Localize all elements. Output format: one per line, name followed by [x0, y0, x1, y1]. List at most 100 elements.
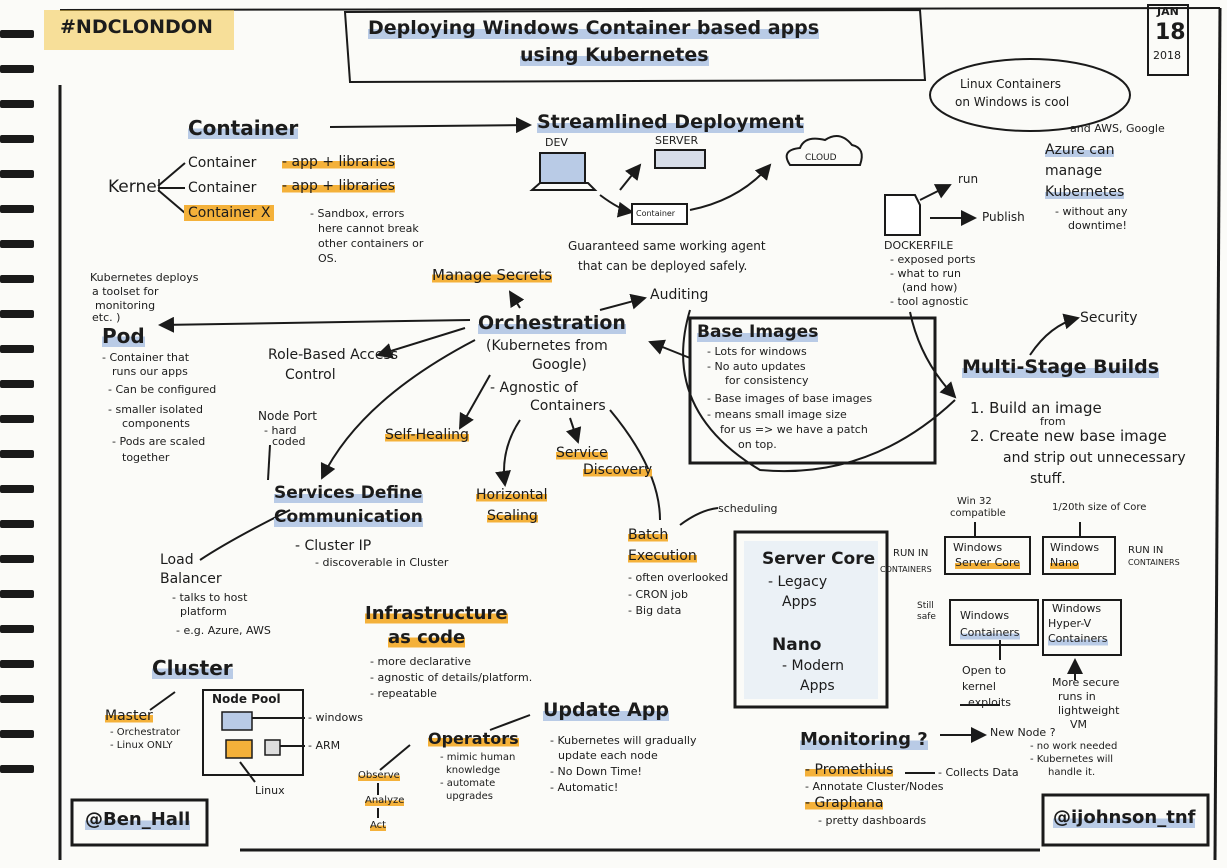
- multistage-step-3: and strip out unnecessary: [1003, 450, 1186, 466]
- container-box-label: Container: [636, 209, 676, 218]
- page-title-line1: Deploying Windows Container based apps: [368, 17, 820, 40]
- grafana-note: - pretty dashboards: [818, 814, 927, 827]
- operators-note-3: - automate: [440, 778, 496, 789]
- streamlined-caption-1: Guaranteed same working agent: [568, 239, 766, 253]
- service-discovery-1: Service: [556, 445, 608, 462]
- dockerfile-note-2: - what to run: [890, 267, 961, 280]
- win32-1: Win 32: [957, 496, 992, 507]
- azure-line-1: Azure can: [1045, 142, 1115, 159]
- linux-bubble-2: on Windows is cool: [955, 95, 1070, 109]
- run-in-right-1: RUN IN: [1128, 545, 1164, 556]
- container-title: Container: [188, 116, 299, 140]
- operators-note-1: - mimic human: [440, 752, 516, 763]
- pod-note-2: runs our apps: [112, 365, 188, 378]
- pod-note-3: - Can be configured: [108, 383, 217, 396]
- win-server-core-2: Server Core: [955, 556, 1021, 570]
- run-in-left-1: RUN IN: [893, 548, 929, 559]
- container-item-3: Container X: [184, 205, 275, 222]
- cluster-title: Cluster: [152, 656, 233, 680]
- auditing: Auditing: [650, 287, 709, 303]
- footer-handle-left[interactable]: @Ben_Hall: [85, 809, 191, 831]
- base-note-2: - No auto updates: [707, 360, 806, 373]
- cluster-ip-note: - discoverable in Cluster: [315, 556, 449, 569]
- dockerfile-note-1: - exposed ports: [890, 253, 976, 266]
- lb-note-3: - e.g. Azure, AWS: [176, 624, 271, 637]
- observe-label: Observe: [358, 770, 400, 782]
- date-day: 18: [1155, 20, 1186, 45]
- batch-title-2: Execution: [628, 548, 697, 565]
- azure-note-1: - without any: [1055, 205, 1128, 218]
- agnostic-1: - Agnostic of: [490, 380, 578, 396]
- act-label: Act: [370, 820, 387, 832]
- azure-note-2: downtime!: [1068, 219, 1127, 232]
- iac-title-2: as code: [388, 627, 466, 649]
- multistage-from: from: [1040, 415, 1066, 428]
- operators-note-2: knowledge: [446, 765, 501, 776]
- base-note-3: for consistency: [725, 374, 809, 387]
- agnostic-2: Containers: [530, 398, 606, 414]
- base-note-6: for us => we have a patch: [720, 423, 868, 436]
- horizontal-2: Scaling: [487, 508, 538, 525]
- prometheus-label: - Promethius: [805, 762, 894, 779]
- nano-title: Nano: [772, 635, 822, 655]
- pod-note-6: - Pods are scaled: [112, 435, 206, 448]
- more-secure-1: More secure: [1052, 676, 1120, 689]
- win-containers-2: Containers: [960, 626, 1020, 640]
- container-item-1: Container: [188, 155, 257, 171]
- windows-node-label: - windows: [308, 711, 363, 724]
- run-in-left-2: CONTAINERS: [880, 565, 932, 574]
- page-title-line2: using Kubernetes: [520, 44, 709, 67]
- hashtag: #NDCLONDON: [60, 16, 213, 38]
- new-node-label: New Node ?: [990, 726, 1056, 739]
- lb-note-2: platform: [180, 605, 227, 618]
- container-libs-1: - app + libraries: [282, 154, 396, 171]
- update-note-4: - Automatic!: [550, 781, 619, 794]
- legacy-2: Apps: [782, 594, 817, 610]
- update-note-2: update each node: [558, 749, 658, 762]
- master-label: Master: [105, 708, 153, 725]
- batch-note-3: - Big data: [628, 604, 682, 617]
- container-item-2: Container: [188, 180, 257, 196]
- iac-title-1: Infrastructure: [365, 603, 508, 625]
- node-pool-label: Node Pool: [212, 692, 281, 706]
- hyperv-1: Windows: [1052, 602, 1102, 615]
- more-secure-3: lightweight: [1058, 704, 1120, 717]
- base-note-7: on top.: [738, 438, 777, 451]
- service-discovery-2: Discovery: [583, 462, 653, 479]
- linux-bubble-1: Linux Containers: [960, 77, 1062, 91]
- sandbox-note-4: OS.: [318, 252, 338, 265]
- base-images-title: Base Images: [697, 322, 819, 343]
- orchestration-sub-2: Google): [532, 357, 587, 373]
- win32-2: compatible: [950, 508, 1006, 519]
- server-core-title: Server Core: [762, 549, 876, 569]
- k8s-note-1: Kubernetes deploys: [90, 271, 199, 284]
- base-note-1: - Lots for windows: [707, 345, 807, 358]
- new-node-note-3: handle it.: [1048, 767, 1096, 778]
- win-nano-2: Nano: [1050, 556, 1079, 570]
- pod-note-4: - smaller isolated: [108, 403, 203, 416]
- open-kernel-1: Open to: [962, 664, 1006, 677]
- azure-line-2: manage: [1045, 163, 1103, 179]
- multistage-step-4: stuff.: [1030, 471, 1066, 487]
- legacy-1: - Legacy: [768, 574, 828, 590]
- publish-label: Publish: [982, 210, 1025, 224]
- container-libs-2: - app + libraries: [282, 178, 396, 195]
- iac-note-2: - agnostic of details/platform.: [370, 671, 533, 684]
- footer-handle-right[interactable]: @ijohnson_tnf: [1053, 807, 1196, 829]
- kernel-label: Kernel: [108, 177, 162, 197]
- win-server-core-1: Windows: [953, 541, 1003, 554]
- open-kernel-2: kernel: [962, 680, 996, 693]
- iac-note-1: - more declarative: [370, 655, 471, 668]
- multistage-step-2: 2. Create new base image: [970, 427, 1167, 445]
- run-label: run: [958, 172, 979, 186]
- nodeport-title: Node Port: [258, 409, 317, 423]
- rbac-1: Role-Based Access: [268, 347, 399, 363]
- manage-secrets: Manage Secrets: [432, 266, 553, 285]
- new-node-note-2: - Kubernetes will: [1030, 754, 1114, 765]
- master-note-2: - Linux ONLY: [110, 740, 173, 751]
- win-containers-1: Windows: [960, 609, 1010, 622]
- orchestration-sub-1: (Kubernetes from: [486, 338, 608, 354]
- still-safe-2: safe: [917, 612, 936, 622]
- open-kernel-3: exploits: [968, 696, 1011, 709]
